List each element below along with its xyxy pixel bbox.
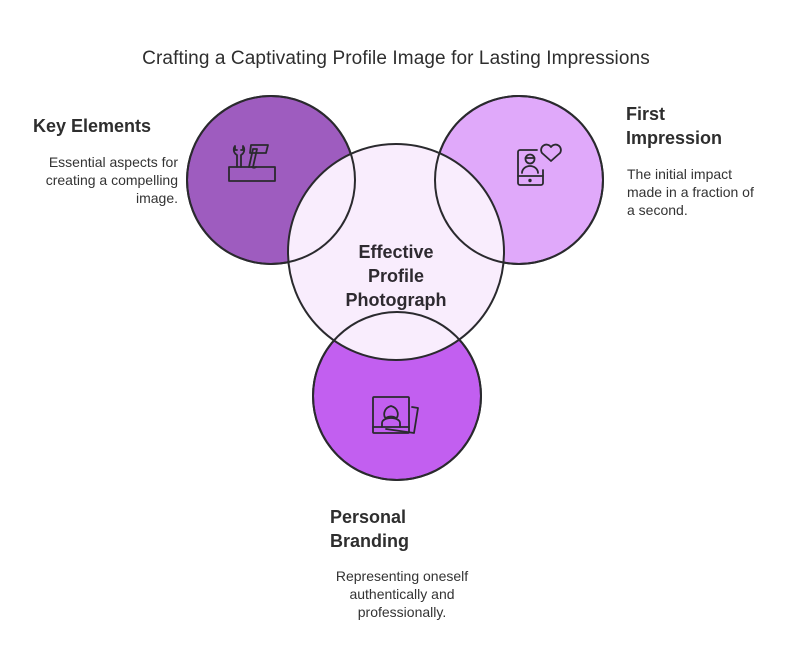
heading-line: Branding	[330, 531, 409, 551]
key-elements-outline	[186, 95, 356, 265]
heading-line: Personal	[330, 507, 407, 527]
personal-branding-description: Representing oneself authentically and p…	[322, 567, 482, 621]
description-line: image.	[135, 190, 178, 206]
diagram-title: Crafting a Captivating Profile Image for…	[142, 48, 650, 69]
personal-branding-heading: Personal Branding	[330, 505, 480, 553]
phone-heart-icon	[517, 143, 562, 186]
description-line: creating a compelling	[45, 172, 178, 188]
first-impression-heading: First Impression	[626, 102, 776, 150]
description-line: Representing oneself	[335, 568, 469, 584]
description-line: made in a fraction of	[627, 184, 754, 200]
personal-branding-outline	[312, 311, 482, 481]
description-line: authentically and	[349, 586, 455, 602]
heading-line: Impression	[626, 128, 723, 148]
description-line: a second.	[627, 202, 688, 218]
description-line: The initial impact	[627, 166, 733, 182]
description-line: professionally.	[357, 604, 447, 620]
key-elements-heading: Key Elements	[33, 116, 152, 136]
description-line: Essential aspects for	[48, 154, 178, 170]
key-elements-description: Essential aspects for creating a compell…	[20, 153, 178, 207]
center-label-line: Photograph	[345, 290, 447, 310]
toolbox-icon	[228, 144, 276, 182]
center-label-line: Effective	[358, 242, 434, 262]
first-impression-description: The initial impact made in a fraction of…	[627, 165, 787, 219]
heading-line: First	[626, 104, 666, 124]
center-label-line: Profile	[367, 266, 424, 286]
center-label: Effective Profile Photograph	[316, 240, 476, 312]
center-circle	[287, 143, 505, 361]
profile-photos-icon	[372, 396, 419, 434]
first-impression-outline	[434, 95, 604, 265]
